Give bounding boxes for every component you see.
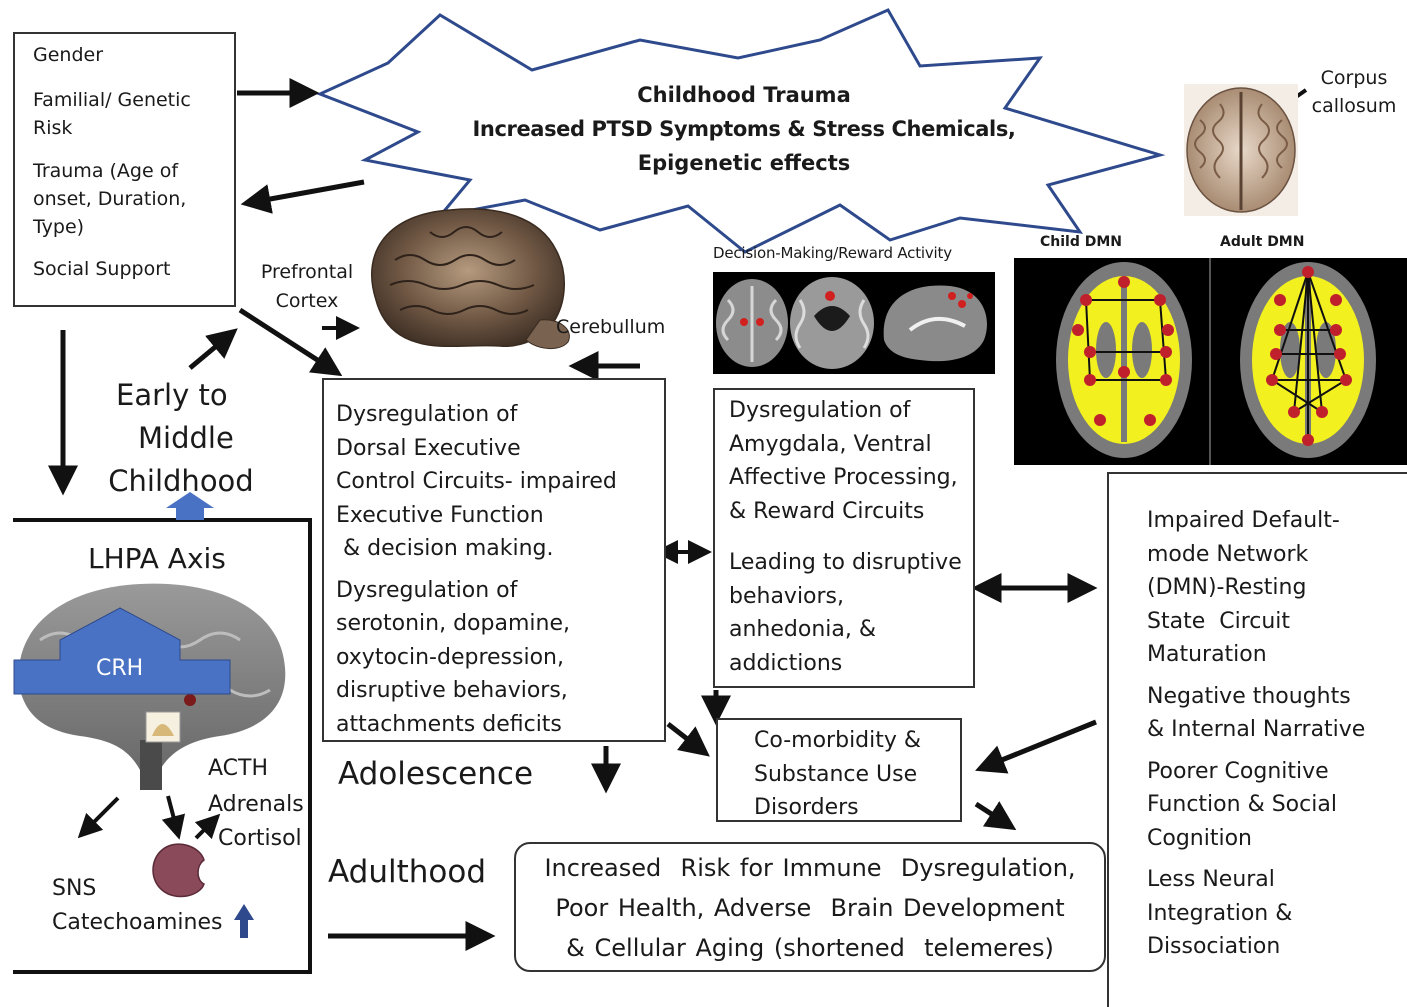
arrow-dorsal-comorbidity bbox=[666, 722, 710, 757]
cerebullum-label: Cerebullum bbox=[556, 316, 666, 338]
arrow-early-up bbox=[188, 328, 238, 370]
risk-factor-trauma: Trauma (Age of onset, Duration, Type) bbox=[33, 160, 187, 238]
comorbidity-box: Co-morbidity & Substance Use Disorders bbox=[716, 718, 962, 822]
arrow-comorbidity-outcome bbox=[974, 801, 1017, 831]
trauma-star-text: Childhood Trauma Increased PTSD Symptoms… bbox=[470, 78, 1018, 180]
dorsal-executive-box: Dysregulation of Dorsal Executive Contro… bbox=[322, 378, 666, 742]
arrow-dmn-comorbidity bbox=[975, 719, 1097, 774]
lhpa-frame bbox=[13, 518, 312, 974]
arrow-star-to-risk bbox=[240, 179, 365, 214]
adulthood-label: Adulthood bbox=[328, 854, 487, 890]
catecho-up-arrow bbox=[234, 904, 254, 938]
risk-factors-box: Gender Familial/ Genetic Risk Trauma (Ag… bbox=[13, 32, 236, 307]
prefrontal-cortex-label: Prefrontal Cortex bbox=[260, 261, 354, 312]
blue-up-arrow bbox=[166, 492, 214, 520]
adult-dmn-label: Adult DMN bbox=[1220, 234, 1305, 250]
outcome-risk-box: Increased Risk for Immune Dysregulation,… bbox=[514, 842, 1106, 972]
lhpa-axis-title: LHPA Axis bbox=[88, 542, 226, 575]
acth-label: ACTH bbox=[208, 756, 269, 781]
risk-factor-gender: Gender bbox=[33, 44, 104, 66]
sns-label: SNS bbox=[52, 876, 97, 901]
corpus-callosum-brain-image bbox=[1184, 84, 1298, 216]
dmn-impairment-box: Impaired Default- mode Network (DMN)-Res… bbox=[1107, 472, 1407, 1007]
arrow-sns bbox=[77, 796, 120, 839]
crh-arrow-shape bbox=[13, 607, 231, 695]
arrow-cortisol bbox=[194, 813, 221, 840]
risk-factor-familial: Familial/ Genetic Risk bbox=[33, 89, 191, 139]
decision-reward-label: Decision-Making/Reward Activity bbox=[713, 244, 952, 262]
decision-reward-scan-image bbox=[713, 272, 995, 374]
trauma-star-line1: Childhood Trauma bbox=[637, 83, 851, 107]
dmn-scan-image bbox=[1014, 258, 1407, 465]
cortisol-label: Cortisol bbox=[218, 826, 302, 851]
trauma-star-line3: Epigenetic effects bbox=[637, 151, 851, 175]
child-dmn-label: Child DMN bbox=[1040, 234, 1123, 250]
adolescence-label: Adolescence bbox=[338, 756, 534, 792]
adrenals-label: Adrenals bbox=[208, 792, 304, 817]
crh-label: CRH bbox=[96, 656, 144, 681]
main-brain-image bbox=[371, 208, 570, 349]
kidney-icon bbox=[152, 843, 205, 898]
corpus-callosum-label: Corpus callosum bbox=[1311, 67, 1397, 117]
amygdala-reward-box: Dysregulation of Amygdala, Ventral Affec… bbox=[713, 388, 975, 688]
risk-factor-social-support: Social Support bbox=[33, 258, 171, 280]
early-middle-childhood-label: Early to Middle Childhood bbox=[108, 378, 254, 498]
trauma-star-line2: Increased PTSD Symptoms & Stress Chemica… bbox=[472, 117, 1016, 141]
catecho-label: Catechoamines bbox=[52, 910, 223, 935]
arrow-risk-to-dorsal bbox=[238, 307, 343, 377]
arrow-to-adrenal bbox=[161, 795, 186, 840]
